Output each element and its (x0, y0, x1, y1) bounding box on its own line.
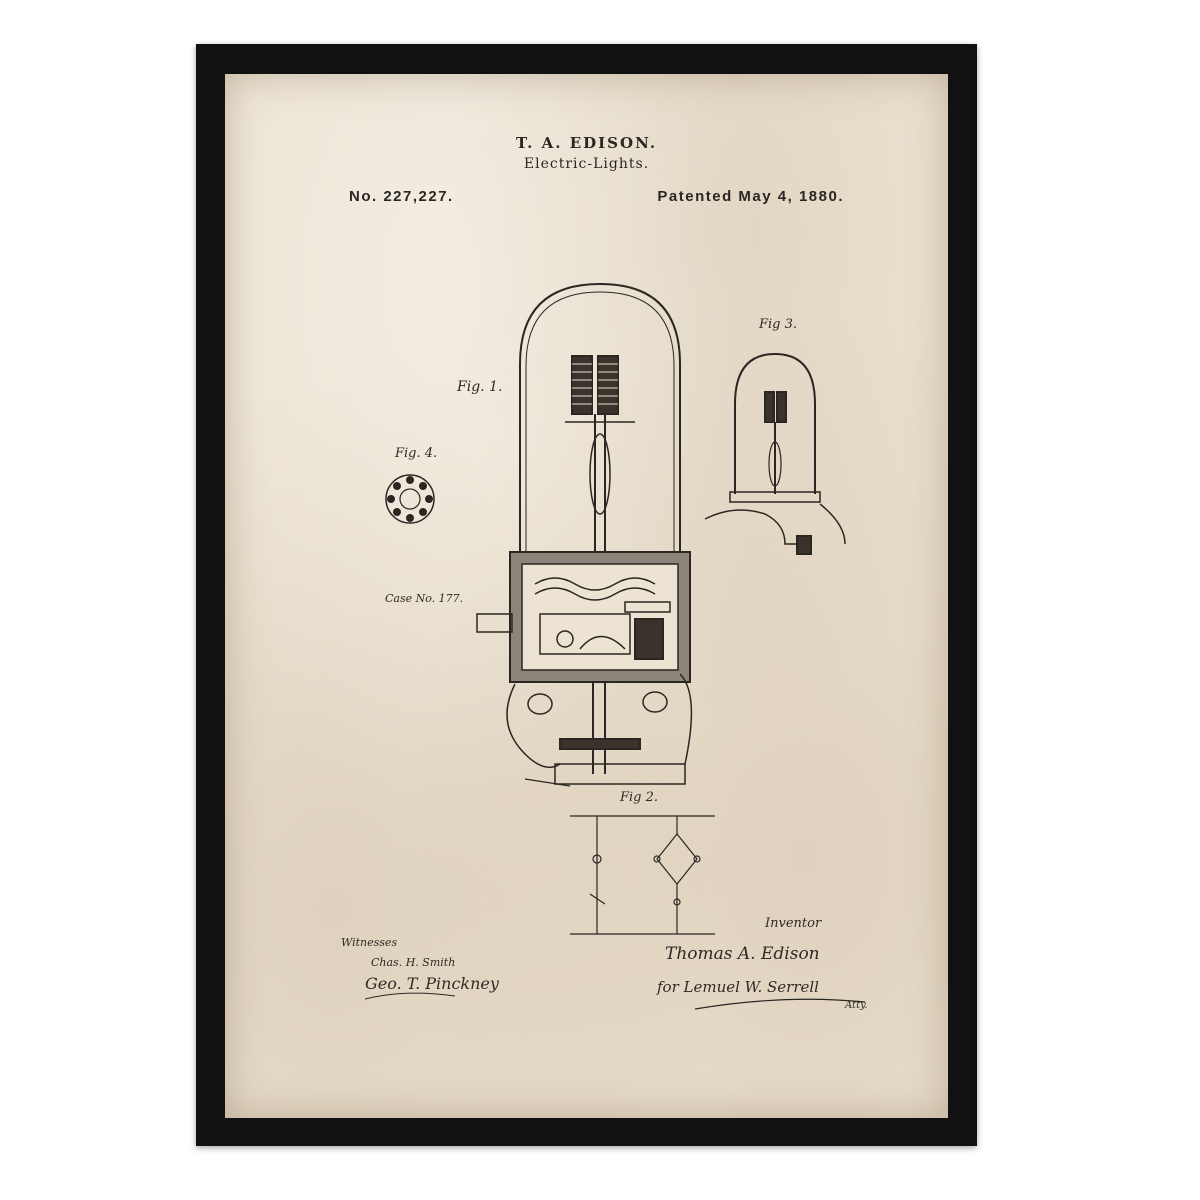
coil-right (597, 355, 619, 415)
coil-left (571, 355, 593, 415)
inventor-label: Inventor (765, 916, 822, 931)
main-glass-dome (519, 282, 681, 554)
small-glass-dome (734, 352, 816, 494)
fig2-circuit (570, 815, 715, 935)
witnesses-label: Witnesses (341, 936, 398, 949)
case-note: Case No. 177. (385, 592, 464, 605)
fig4-rosette (385, 474, 435, 524)
fig3-label: Fig 3. (759, 317, 798, 332)
lower-bracket (554, 763, 686, 785)
fig1-label: Fig. 1. (457, 379, 503, 395)
patent-number: No. 227,227. (349, 188, 454, 205)
witness-1-signature: Chas. H. Smith (371, 956, 456, 969)
fig2-label: Fig 2. (620, 790, 659, 805)
fig4-label: Fig. 4. (395, 446, 438, 461)
patent-paper: T. A. EDISON. Electric-Lights. No. 227,2… (225, 74, 948, 1118)
attorney-suffix: Atty. (845, 1000, 868, 1011)
inventor-signature: Thomas A. Edison (665, 944, 820, 964)
inventor-header: T. A. EDISON. (515, 134, 658, 152)
patent-drawing (364, 282, 866, 1010)
witness-2-signature: Geo. T. Pinckney (365, 974, 499, 993)
patent-date: Patented May 4, 1880. (657, 188, 844, 205)
patent-title: Electric-Lights. (523, 156, 650, 172)
attorney-signature: for Lemuel W. Serrell (657, 978, 819, 996)
